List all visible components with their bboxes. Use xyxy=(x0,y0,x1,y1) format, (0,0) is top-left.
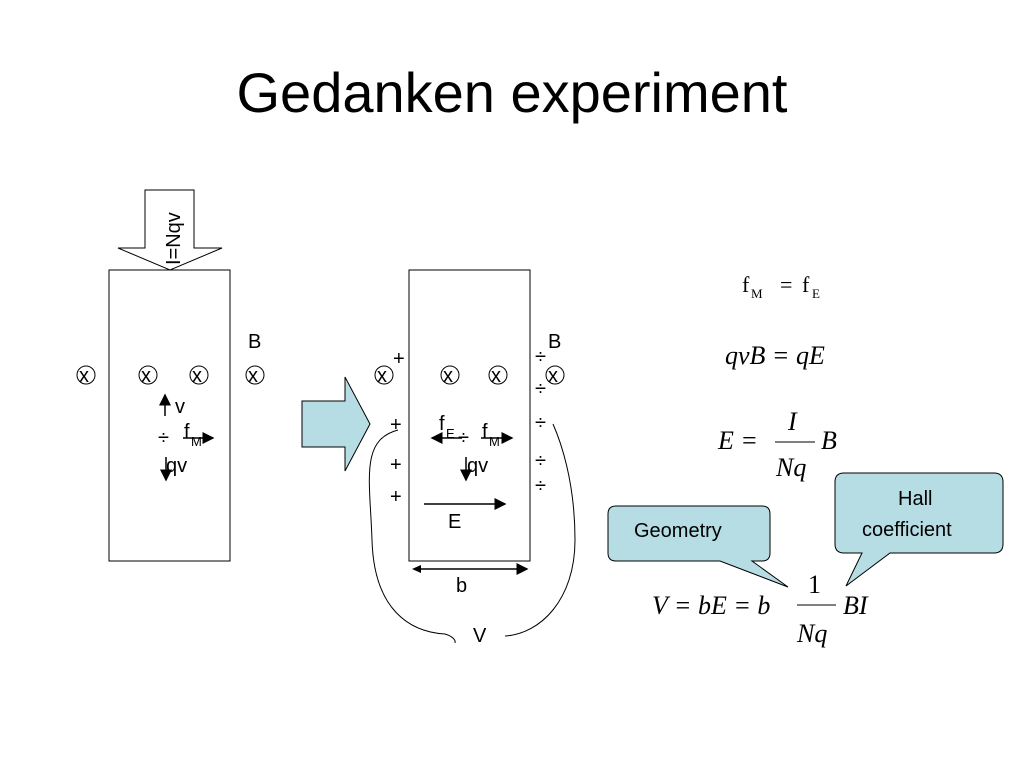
hall-callout-line1: Hall xyxy=(898,488,932,510)
fm-sub: M xyxy=(489,434,500,449)
eq3-tail: B xyxy=(821,426,837,455)
into-page-icon xyxy=(138,365,158,385)
eq4-tail: BI xyxy=(843,591,869,620)
into-page-icon xyxy=(440,365,460,385)
fm-label: f xyxy=(482,421,488,443)
right-qv-label: qv xyxy=(467,455,488,477)
left-conductor-bar xyxy=(108,269,231,562)
svg-text:x: x xyxy=(192,365,202,387)
svg-text:x: x xyxy=(443,365,453,387)
right-b-field-label: B xyxy=(548,331,561,353)
svg-text:÷: ÷ xyxy=(535,346,546,368)
eq1-lhs-sub: M xyxy=(751,286,763,301)
right-into-page-row: x x x x xyxy=(374,365,565,387)
eq2: qvB = qE xyxy=(725,341,825,370)
eq4-lhs: V = bE = b xyxy=(652,591,770,620)
transition-arrow xyxy=(301,376,371,472)
velocity-label: v xyxy=(175,396,185,418)
svg-text:+: + xyxy=(390,454,402,476)
geometry-callout: Geometry xyxy=(607,505,789,588)
svg-text:+: + xyxy=(390,414,402,436)
hall-coefficient-callout: Hall coefficient xyxy=(834,472,1004,587)
eq1-rhs: f xyxy=(802,272,810,297)
voltage-label: V xyxy=(473,625,487,647)
e-field-label: E xyxy=(448,511,461,533)
into-page-icon xyxy=(374,365,394,385)
fe-label: f xyxy=(439,413,445,435)
right-conductor-bar xyxy=(408,269,531,562)
equations: f M = f E qvB = qE E = I Nq B V = bE = b… xyxy=(652,272,869,648)
svg-text:x: x xyxy=(248,365,258,387)
width-label: b xyxy=(456,575,467,597)
eq3-num: I xyxy=(787,407,798,436)
left-charge-symbol: ÷ xyxy=(158,427,169,449)
fe-sub: E xyxy=(446,426,455,441)
svg-text:÷: ÷ xyxy=(535,378,546,400)
left-qv-label: qv xyxy=(166,455,187,477)
into-page-icon xyxy=(245,365,265,385)
svg-text:x: x xyxy=(377,365,387,387)
geometry-callout-text: Geometry xyxy=(634,520,722,542)
left-b-field-label: B xyxy=(248,331,261,353)
negative-charges: ÷ ÷ ÷ ÷ ÷ xyxy=(535,346,546,497)
eq3-den: Nq xyxy=(775,453,806,482)
svg-text:x: x xyxy=(141,365,151,387)
slide-title: Gedanken experiment xyxy=(236,61,788,124)
svg-text:÷: ÷ xyxy=(535,450,546,472)
width-left-arrowhead xyxy=(412,565,421,573)
left-diagram: I=Nqv B x x x x v ÷ f M qv xyxy=(76,189,265,562)
into-page-icon xyxy=(189,365,209,385)
voltage-wire xyxy=(368,423,576,644)
svg-text:x: x xyxy=(491,365,501,387)
eq4-num: 1 xyxy=(808,570,821,599)
svg-text:÷: ÷ xyxy=(535,475,546,497)
positive-charges: + + + + xyxy=(390,348,405,508)
eq1-rhs-sub: E xyxy=(812,286,820,301)
current-arrow-label: I=Nqv xyxy=(163,212,185,265)
svg-text:x: x xyxy=(79,365,89,387)
left-force-label: f xyxy=(184,421,190,443)
hall-callout-line2: coefficient xyxy=(862,519,952,541)
into-page-icon xyxy=(545,365,565,385)
eq1-op: = xyxy=(780,272,792,297)
svg-text:+: + xyxy=(390,486,402,508)
eq1-lhs: f xyxy=(742,272,750,297)
current-arrow xyxy=(117,189,223,271)
eq3-lhs: E = xyxy=(717,426,758,455)
left-into-page-row: x x x x xyxy=(76,365,265,387)
left-force-sub: M xyxy=(191,434,202,449)
right-charge-symbol: ÷ xyxy=(458,427,469,449)
right-diagram: B x x x x + + + + ÷ ÷ ÷ ÷ ÷ f E xyxy=(368,269,576,647)
svg-text:÷: ÷ xyxy=(535,412,546,434)
svg-text:x: x xyxy=(548,365,558,387)
into-page-icon xyxy=(488,365,508,385)
svg-text:+: + xyxy=(393,348,405,370)
into-page-icon xyxy=(76,365,96,385)
eq4-den: Nq xyxy=(796,619,827,648)
